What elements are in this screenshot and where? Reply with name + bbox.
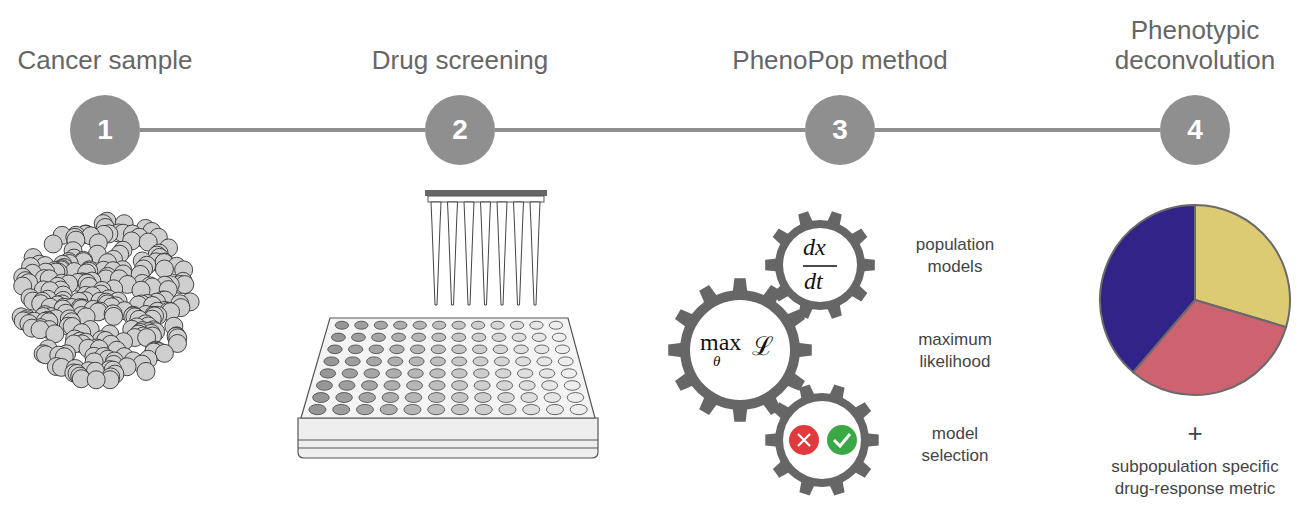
gear-formula: maxθ ℒ — [700, 325, 780, 375]
gear-label: model selection — [900, 423, 1010, 467]
timeline-connector — [140, 128, 425, 132]
step-number: 3 — [832, 114, 848, 146]
well-plate — [298, 318, 598, 458]
step-circle: Phenotypic deconvolution4 — [1160, 95, 1230, 165]
gears — [668, 211, 879, 495]
math-symbol: ℒ — [752, 327, 774, 363]
gear-label: population models — [900, 234, 1010, 278]
cancer-cells — [12, 212, 199, 389]
pie-chart — [1100, 205, 1290, 395]
gear-label: maximum likelihood — [900, 329, 1010, 373]
step-heading: Phenotypic deconvolution — [1085, 15, 1305, 75]
step-heading: Drug screening — [350, 45, 570, 75]
step-circle: PhenoPop method3 — [805, 95, 875, 165]
multichannel-pipette — [425, 190, 547, 305]
math-symbol: dx — [803, 234, 826, 261]
step-heading: PhenoPop method — [730, 45, 950, 75]
step-number: 2 — [452, 114, 468, 146]
math-symbol: dt — [804, 268, 823, 295]
gear-formula: dx dt — [795, 232, 845, 298]
math-symbol: max — [700, 329, 741, 356]
output-note: + — [1175, 418, 1215, 448]
step-number: 1 — [97, 114, 113, 146]
step-circle: Cancer sample1 — [70, 95, 140, 165]
timeline-connector — [875, 128, 1160, 132]
step-circle: Drug screening2 — [425, 95, 495, 165]
math-symbol: θ — [713, 353, 720, 370]
timeline-connector — [495, 128, 805, 132]
output-note: subpopulation specific drug-response met… — [1095, 456, 1295, 500]
step-heading: Cancer sample — [0, 45, 215, 75]
step-number: 4 — [1187, 114, 1203, 146]
